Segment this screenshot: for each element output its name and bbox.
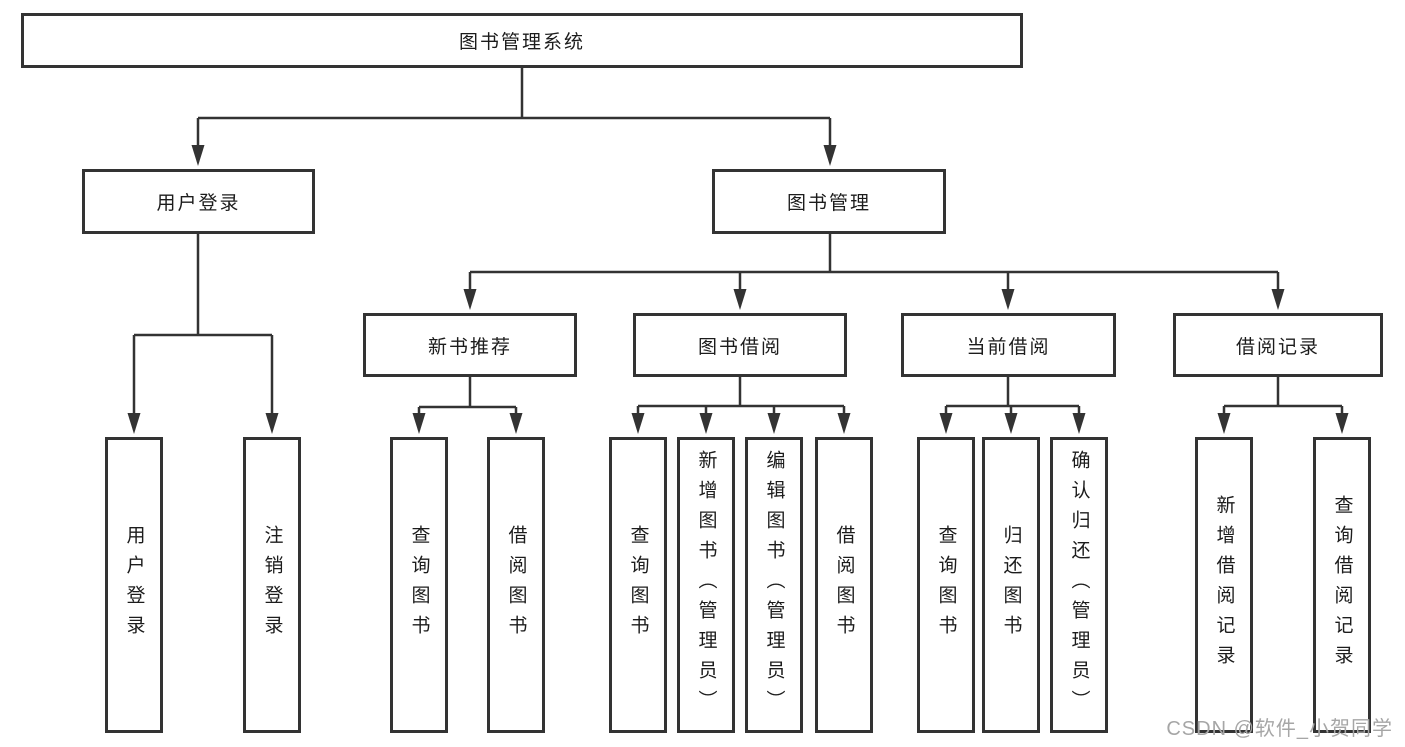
leaf-user-login-label: 用户登录 [123,525,145,645]
leaf-borrow-add-book-admin-label: 新增图书（管理员） [695,450,717,720]
leaf-recommend-query-book-label: 查询图书 [408,525,430,645]
node-book-borrow: 图书借阅 [633,313,847,377]
leaf-current-query-book: 查询图书 [917,437,975,733]
node-current-borrow: 当前借阅 [901,313,1116,377]
node-new-book-recommend-label: 新书推荐 [427,336,512,358]
leaf-recommend-borrow-book: 借阅图书 [487,437,545,733]
leaf-recommend-query-book: 查询图书 [390,437,448,733]
node-book-management: 图书管理 [712,169,946,234]
node-borrow-record-label: 借阅记录 [1235,336,1320,358]
leaf-current-confirm-return-admin: 确认归还（管理员） [1050,437,1108,733]
leaf-borrow-edit-book-admin: 编辑图书（管理员） [745,437,803,733]
leaf-record-query-label: 查询借阅记录 [1331,495,1353,675]
leaf-recommend-borrow-book-label: 借阅图书 [505,525,527,645]
node-root-label: 图书管理系统 [458,32,585,53]
leaf-borrow-query-book: 查询图书 [609,437,667,733]
leaf-logout-label: 注销登录 [261,525,283,645]
node-user-login-label: 用户登录 [156,193,241,214]
leaf-user-login: 用户登录 [105,437,163,733]
node-new-book-recommend: 新书推荐 [363,313,577,377]
leaf-current-return-book: 归还图书 [982,437,1040,733]
leaf-borrow-add-book-admin: 新增图书（管理员） [677,437,735,733]
leaf-record-add: 新增借阅记录 [1195,437,1253,733]
csdn-watermark: CSDN @软件_小贺同学 [1166,718,1393,740]
leaf-borrow-borrow-book: 借阅图书 [815,437,873,733]
node-borrow-record: 借阅记录 [1173,313,1383,377]
leaf-current-confirm-return-admin-label: 确认归还（管理员） [1068,450,1090,720]
leaf-record-query: 查询借阅记录 [1313,437,1371,733]
leaf-borrow-edit-book-admin-label: 编辑图书（管理员） [763,450,785,720]
node-user-login: 用户登录 [82,169,315,234]
node-current-borrow-label: 当前借阅 [966,336,1051,358]
leaf-borrow-borrow-book-label: 借阅图书 [833,525,855,645]
node-book-management-label: 图书管理 [786,193,871,214]
leaf-logout: 注销登录 [243,437,301,733]
leaf-current-return-book-label: 归还图书 [1000,525,1022,645]
node-book-borrow-label: 图书借阅 [697,336,782,358]
leaf-borrow-query-book-label: 查询图书 [627,525,649,645]
node-root: 图书管理系统 [21,13,1023,68]
leaf-current-query-book-label: 查询图书 [935,525,957,645]
leaf-record-add-label: 新增借阅记录 [1213,495,1235,675]
arrowheads [127,145,1349,434]
